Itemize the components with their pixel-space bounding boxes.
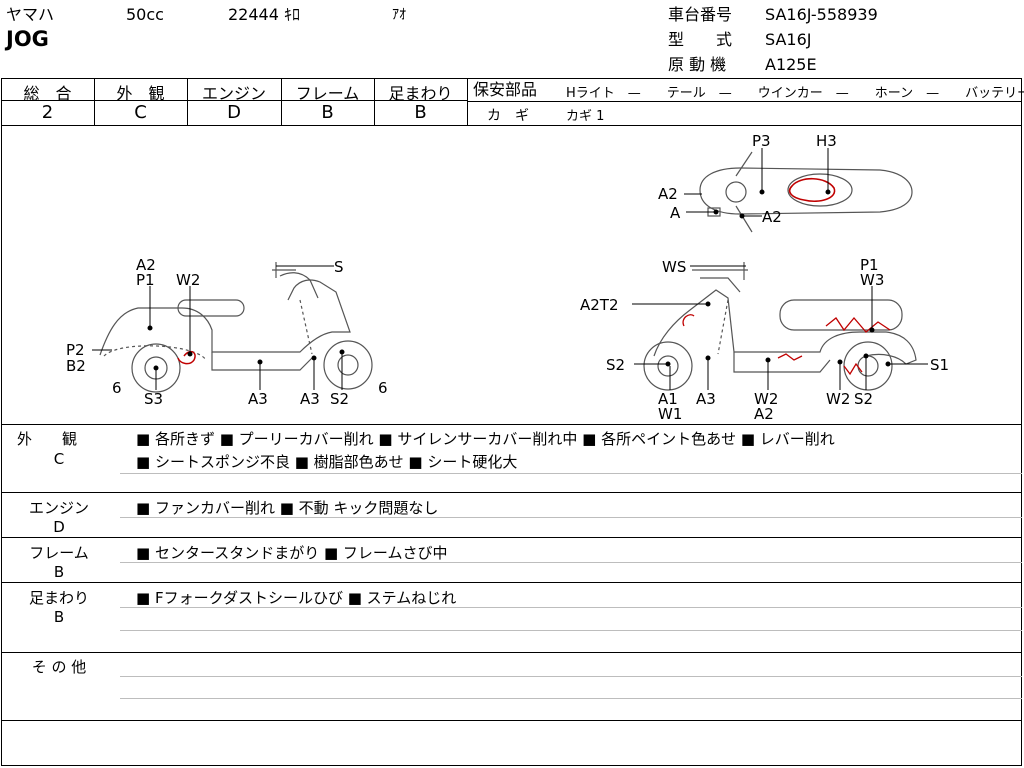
section-label-engine: エンジン: [28, 499, 89, 517]
section-divider-2: [1, 537, 1022, 538]
grade-col-4: [374, 78, 375, 125]
exterior-defects-line-1: ■ 各所きず ■ プーリーカバー削れ ■ サイレンサーカバー削れ中 ■ 各所ペイ…: [136, 430, 835, 448]
section-label-other: そ の 他: [31, 658, 87, 676]
mileage: 22444 ｷﾛ: [228, 5, 300, 24]
grade-label-engine: エンジン: [201, 84, 266, 103]
label-right-S2b: S2: [854, 390, 873, 408]
engine-defects-line-1: ■ ファンカバー削れ ■ 不動 キック問題なし: [136, 499, 439, 517]
label-top-A: A: [670, 204, 681, 222]
top-damage-mark: [788, 177, 836, 203]
section-grade-engine: D: [53, 518, 65, 536]
key-value: カギ 1: [566, 109, 605, 124]
section-grade-frame: B: [53, 563, 65, 581]
grade-col-2: [187, 78, 188, 125]
section-divider-5: [1, 720, 1022, 721]
label-left-6b: 6: [378, 379, 388, 397]
right-damage-marks: [682, 314, 891, 376]
rule-line: [120, 562, 1022, 563]
rule-line: [120, 517, 1022, 518]
label-left-S: S: [334, 258, 344, 276]
grade-value-exterior: C: [134, 102, 147, 123]
grade-label-exterior: 外 観: [116, 84, 165, 103]
left-damage-mark: [177, 350, 196, 365]
grade-value-frame: B: [321, 102, 334, 123]
label-top-A2a: A2: [658, 185, 678, 203]
section-divider-1: [1, 492, 1022, 493]
grade-inner-divider: [1, 100, 467, 101]
label-left-B2: B2: [66, 357, 86, 375]
frame-no-label: 車台番号: [668, 5, 733, 24]
grade-col-1: [94, 78, 95, 125]
label-right-WS: WS: [662, 258, 686, 276]
body-color: ｱｵ: [392, 7, 406, 23]
label-right-A2T2: A2T2: [580, 296, 619, 314]
key-label: カ ギ: [487, 108, 529, 124]
grade-value-suspension: B: [414, 102, 427, 123]
label-top-A2b: A2: [762, 208, 782, 226]
label-left-6a: 6: [112, 379, 122, 397]
section-divider-4: [1, 652, 1022, 653]
model-name: JOG: [6, 27, 49, 51]
grade-value-overall: 2: [41, 102, 54, 123]
label-right-A1: A1: [658, 390, 678, 408]
grade-col-3: [281, 78, 282, 125]
label-left-P1: P1: [136, 271, 155, 289]
sheet-frame: [1, 78, 1022, 766]
label-left-P2: P2: [66, 341, 85, 359]
section-label-exterior: 外 観: [16, 430, 77, 448]
label-right-A2: A2: [754, 405, 774, 423]
displacement: 50cc: [126, 5, 164, 24]
rule-line: [120, 473, 1022, 474]
frame-no: SA16J-558939: [765, 5, 878, 24]
label-right-W2a: W2: [754, 390, 778, 408]
scooter-diagram: A2 P1 W2 S P2 B2 6 S3 A3 A3 S2 6 P3 H3 A…: [66, 132, 949, 423]
rule-line: [120, 607, 1022, 608]
label-left-A3b: A3: [300, 390, 320, 408]
section-label-suspension: 足まわり: [28, 589, 89, 607]
frame-defects-line-1: ■ センタースタンドまがり ■ フレームさび中: [136, 544, 448, 562]
rule-line: [120, 676, 1022, 677]
label-right-A3: A3: [696, 390, 716, 408]
label-left-A2: A2: [136, 256, 156, 274]
label-right-W3: W3: [860, 271, 884, 289]
label-left-S3: S3: [144, 390, 163, 408]
grade-value-engine: D: [227, 102, 241, 123]
label-right-S2a: S2: [606, 356, 625, 374]
type-label: 型 式: [668, 30, 733, 49]
exterior-defects-line-2: ■ シートスポンジ不良 ■ 樹脂部色あせ ■ シート硬化大: [136, 453, 518, 471]
diagram-divider: [1, 424, 1022, 425]
grade-label-suspension: 足まわり: [388, 84, 453, 103]
type-value: SA16J: [765, 30, 812, 49]
section-label-frame: フレーム: [29, 544, 89, 562]
maker: ヤマハ: [6, 5, 55, 24]
section-divider-3: [1, 582, 1022, 583]
label-left-A3a: A3: [248, 390, 268, 408]
engine-label: 原 動 機: [668, 55, 727, 74]
engine-value: A125E: [765, 55, 817, 74]
label-left-W2: W2: [176, 271, 200, 289]
section-grade-exterior: C: [53, 450, 65, 468]
grade-label-frame: フレーム: [295, 84, 360, 103]
label-left-S2: S2: [330, 390, 349, 408]
label-right-P1: P1: [860, 256, 879, 274]
safety-label: 保安部品: [473, 80, 538, 99]
label-right-W1: W1: [658, 405, 682, 423]
grade-row-divider: [1, 125, 1022, 126]
grade-label-overall: 総 合: [23, 84, 72, 103]
section-grade-suspension: B: [53, 608, 65, 626]
label-right-W2b: W2: [826, 390, 850, 408]
top-view-scooter-sketch: [699, 151, 913, 233]
safety-items: Hライト — テール — ウインカー — ホーン — バッテリー ×: [566, 86, 1024, 101]
label-right-S1: S1: [930, 356, 949, 374]
safety-inner-divider: [467, 101, 1022, 102]
label-top-P3: P3: [752, 132, 771, 150]
label-top-H3: H3: [816, 132, 837, 150]
rule-line: [120, 630, 1022, 631]
suspension-defects-line-1: ■ Fフォークダストシールひび ■ ステムねじれ: [136, 589, 457, 607]
rule-line: [120, 698, 1022, 699]
